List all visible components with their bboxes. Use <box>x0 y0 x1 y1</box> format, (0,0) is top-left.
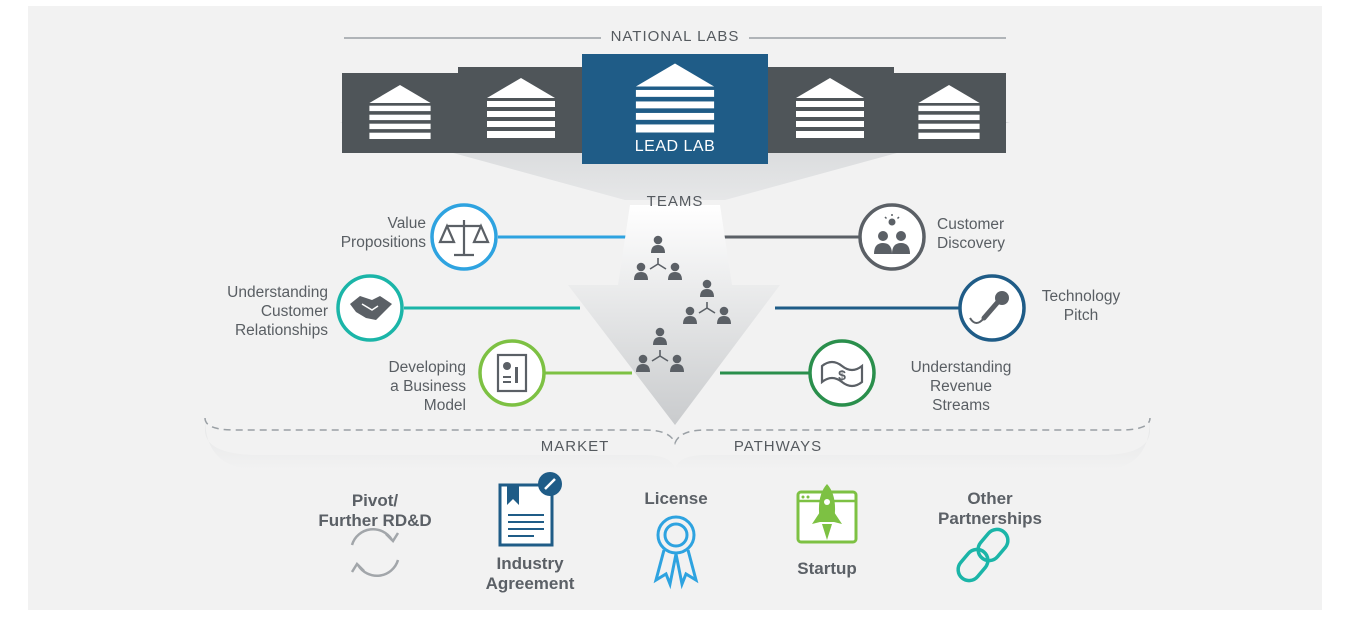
pivot-further-rdd-label: Pivot/ Further RD&D <box>318 491 432 530</box>
ribbon-award-icon <box>653 515 699 590</box>
revenue-streams-label: Understanding Revenue Streams <box>910 359 1012 414</box>
customer-discovery-node <box>858 203 926 271</box>
handshake-icon <box>350 296 392 320</box>
business-model-node <box>478 339 546 407</box>
lead-lab-label: LEAD LAB <box>634 138 716 155</box>
national-lab-building-5 <box>892 73 1006 153</box>
teams-label: TEAMS <box>646 193 704 210</box>
other-partnerships-label: Other Partnerships <box>938 489 1042 528</box>
scales-icon <box>438 220 490 257</box>
national-labs-title: NATIONAL LABS <box>575 28 775 45</box>
customer-relationships-node <box>336 274 404 342</box>
market-pathways-band <box>205 418 1150 470</box>
business-plan-icon <box>496 353 528 393</box>
teams-down-arrow <box>568 205 780 425</box>
technology-pitch-label: Technology Pitch <box>1041 288 1121 324</box>
pathways-label: PATHWAYS <box>733 438 823 455</box>
rocket-icon <box>796 484 858 544</box>
customer-discovery-label: Customer Discovery <box>937 216 1006 252</box>
customers-icon <box>874 214 910 254</box>
national-lab-building-2 <box>458 67 584 153</box>
national-lab-building-1 <box>342 73 458 153</box>
national-lab-building-4 <box>766 67 894 153</box>
market-label: MARKET <box>540 438 610 455</box>
cycle-arrows-icon <box>350 528 400 577</box>
money-icon: $ <box>820 360 864 388</box>
microphone-icon <box>969 291 1009 324</box>
license-label: License <box>644 489 708 508</box>
svg-text:$: $ <box>838 367 846 383</box>
business-model-label: Developing a Business Model <box>388 359 466 414</box>
revenue-streams-node: $ <box>808 339 876 407</box>
technology-pitch-node <box>958 274 1026 342</box>
value-propositions-node <box>430 203 498 271</box>
customer-relationships-label: Understanding Customer Relationships <box>227 284 328 339</box>
lead-lab-building <box>582 54 768 164</box>
startup-label: Startup <box>797 559 857 578</box>
agreement-document-icon <box>498 472 562 547</box>
value-propositions-label: Value Propositions <box>340 215 426 251</box>
market-pathways-dashed-bracket <box>204 417 1151 446</box>
industry-agreement-label: Industry Agreement <box>485 554 575 593</box>
chain-link-icon <box>956 527 1010 583</box>
